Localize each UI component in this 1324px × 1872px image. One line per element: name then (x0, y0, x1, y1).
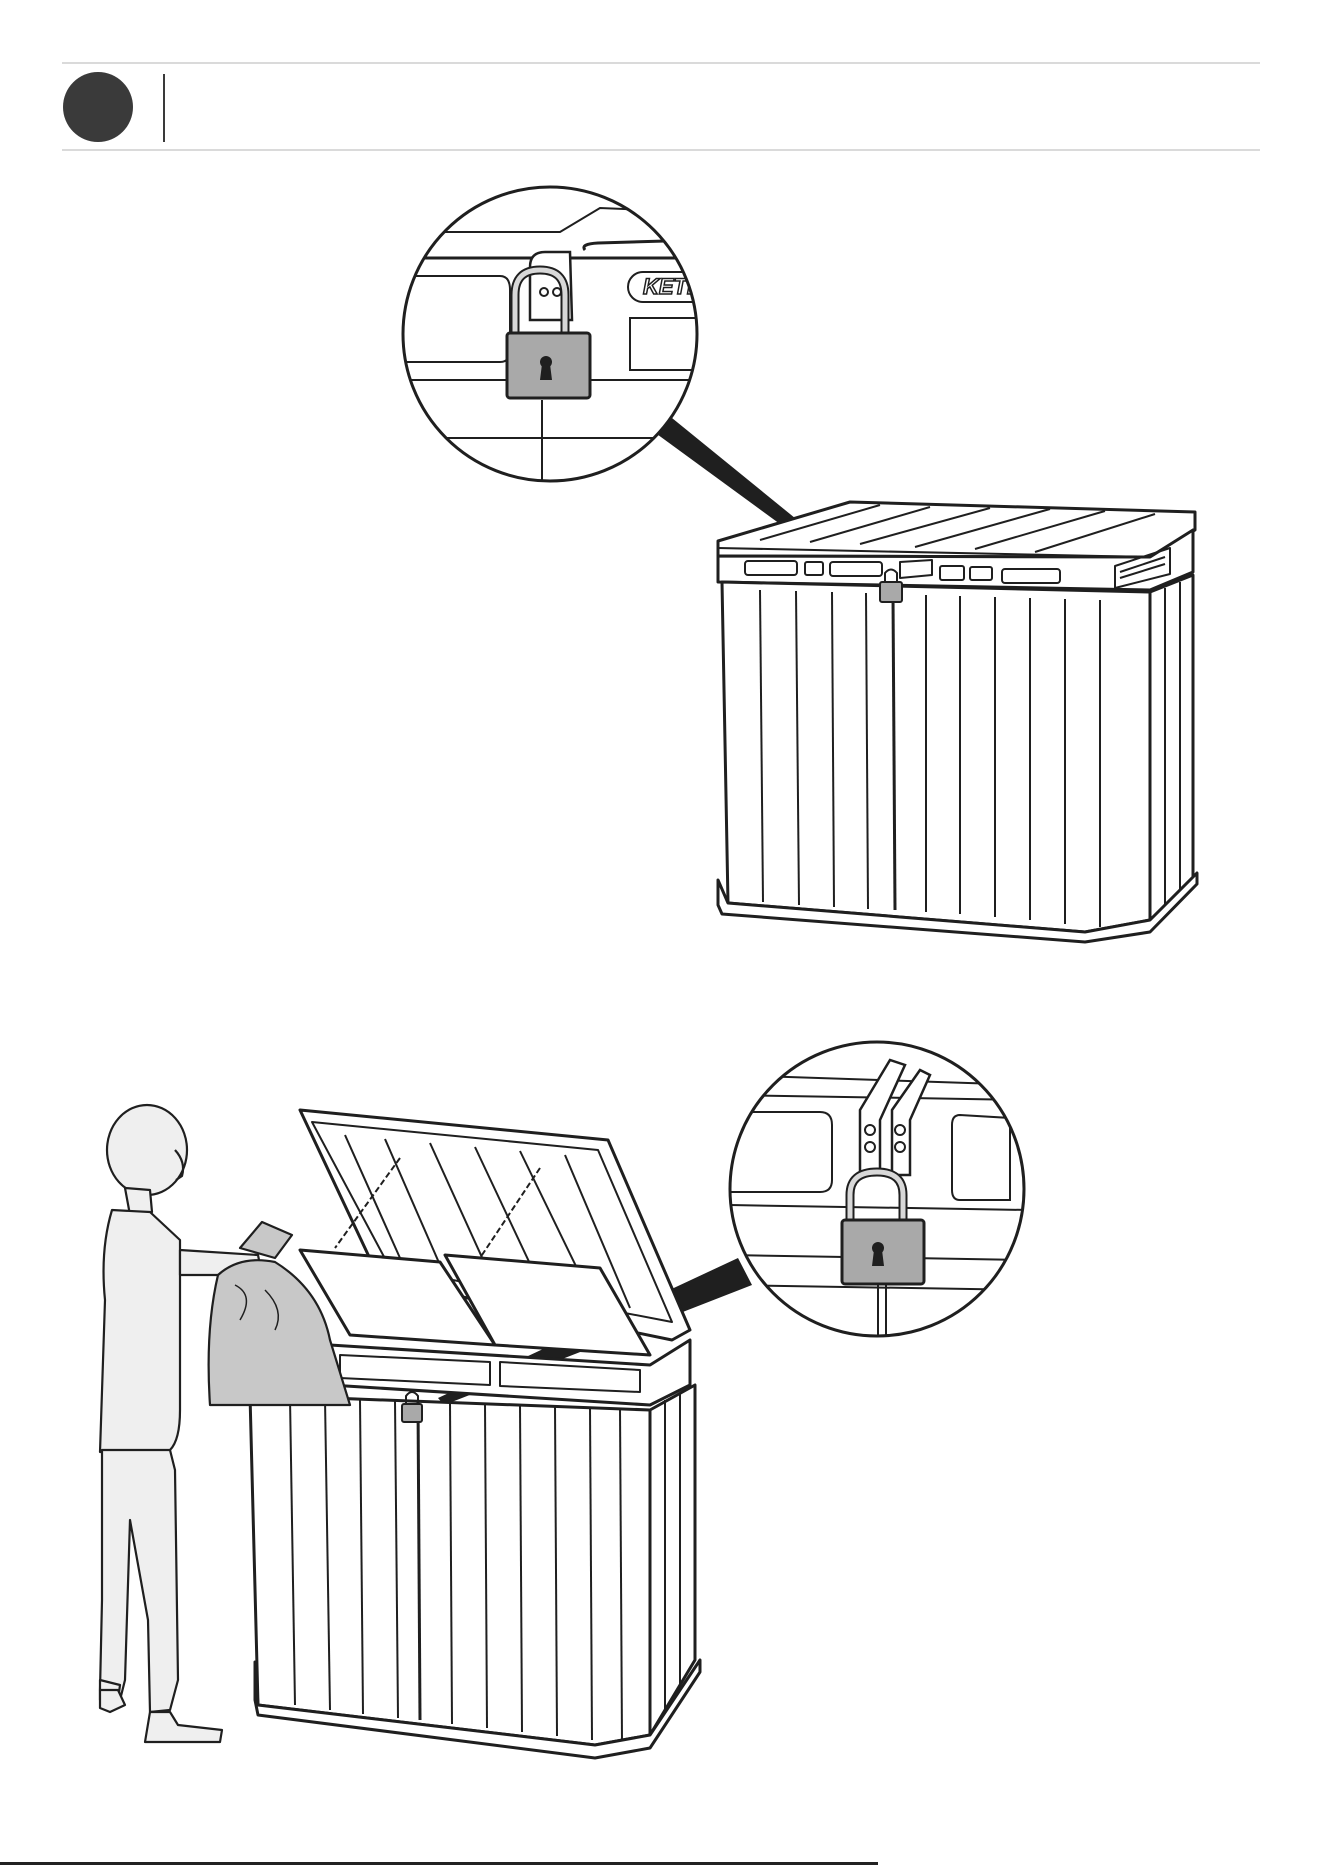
trash-bag-icon (209, 1222, 350, 1405)
padlock-icon (842, 1220, 924, 1284)
padlock-icon (402, 1404, 422, 1422)
brand-logo: KETER (643, 274, 718, 299)
footer-rule (0, 1862, 878, 1865)
open-storage-unit (250, 1110, 752, 1758)
person-figure (100, 1105, 262, 1742)
padlock-icon (880, 582, 902, 602)
closed-storage-unit (650, 418, 1197, 942)
